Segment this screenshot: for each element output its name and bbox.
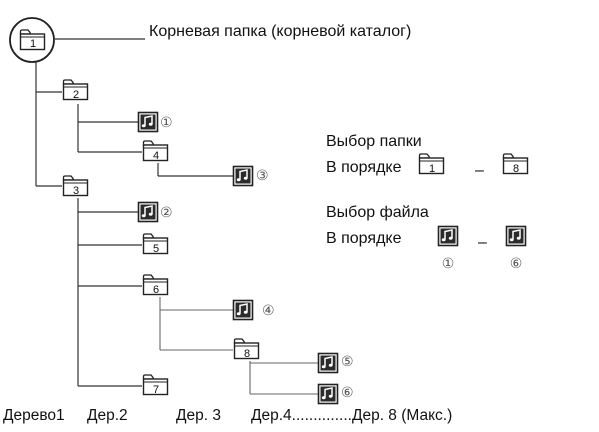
file-select-title: Выбор файла (326, 204, 429, 221)
file-number: ① (442, 256, 455, 272)
music-file-icon (317, 352, 339, 374)
level-label-4-8: Дер.4..............Дер. 8 (Макс.) (251, 407, 452, 424)
folder-5: 5 (142, 233, 169, 255)
legend-dash: – (478, 234, 487, 251)
folder-number: 4 (153, 150, 159, 162)
folder-number: 1 (30, 38, 36, 50)
folder-6: 6 (142, 274, 169, 296)
folder-number: 5 (153, 243, 159, 255)
folder-order-label: В порядке (326, 159, 402, 176)
file-order-label: В порядке (326, 230, 402, 247)
file-number: ② (160, 205, 173, 221)
music-file-icon (137, 111, 159, 133)
folder-number: 3 (73, 185, 79, 197)
folder-7: 7 (142, 374, 169, 396)
legend: Выбор папки В порядке 1 – 8 Выбор файла … (326, 133, 529, 272)
legend-folder-first: 1 (418, 153, 445, 175)
level-label-2: Дер.2 (87, 407, 128, 424)
tree-connectors (35, 38, 318, 395)
music-file-icon (232, 165, 254, 187)
music-file-icon (137, 201, 159, 223)
music-file-3: ③ (232, 165, 269, 187)
folder-number: 1 (429, 163, 435, 175)
legend-dash: – (475, 162, 484, 179)
level-label-1: Дерево1 (3, 407, 65, 424)
file-number: ③ (256, 168, 269, 184)
folder-8: 8 (233, 338, 260, 360)
file-number: ④ (262, 303, 275, 319)
music-file-2: ② (137, 201, 173, 223)
legend-folder-last: 8 (502, 153, 529, 175)
folder-select-title: Выбор папки (326, 133, 422, 150)
folder-number: 8 (513, 163, 519, 175)
music-file-icon (317, 383, 339, 405)
file-number: ⑥ (510, 256, 523, 272)
folder-2: 2 (62, 79, 89, 101)
folder-number: 6 (153, 284, 159, 296)
music-file-icon (232, 299, 254, 321)
root-folder-label: Корневая папка (корневой каталог) (149, 23, 411, 40)
file-number: ⑥ (341, 385, 354, 401)
music-file-6: ⑥ (317, 383, 354, 405)
folder-number: 7 (153, 384, 159, 396)
legend-file-last: ⑥ (505, 225, 527, 272)
music-file-4: ④ (232, 299, 275, 321)
music-file-icon (505, 225, 527, 247)
level-labels: Дерево1 Дер.2 Дер. 3 Дер.4..............… (3, 407, 452, 424)
folder-number: 2 (73, 89, 79, 101)
folder-4: 4 (142, 140, 169, 162)
level-label-3: Дер. 3 (176, 407, 221, 424)
music-file-1: ① (137, 111, 173, 133)
folder-number: 8 (244, 348, 250, 360)
folder-3: 3 (62, 175, 89, 197)
file-number: ⑤ (341, 354, 354, 370)
file-number: ① (160, 115, 173, 131)
root-folder: 1 (9, 17, 55, 63)
legend-file-first: ① (437, 225, 459, 272)
music-file-5: ⑤ (317, 352, 354, 374)
music-file-icon (437, 225, 459, 247)
